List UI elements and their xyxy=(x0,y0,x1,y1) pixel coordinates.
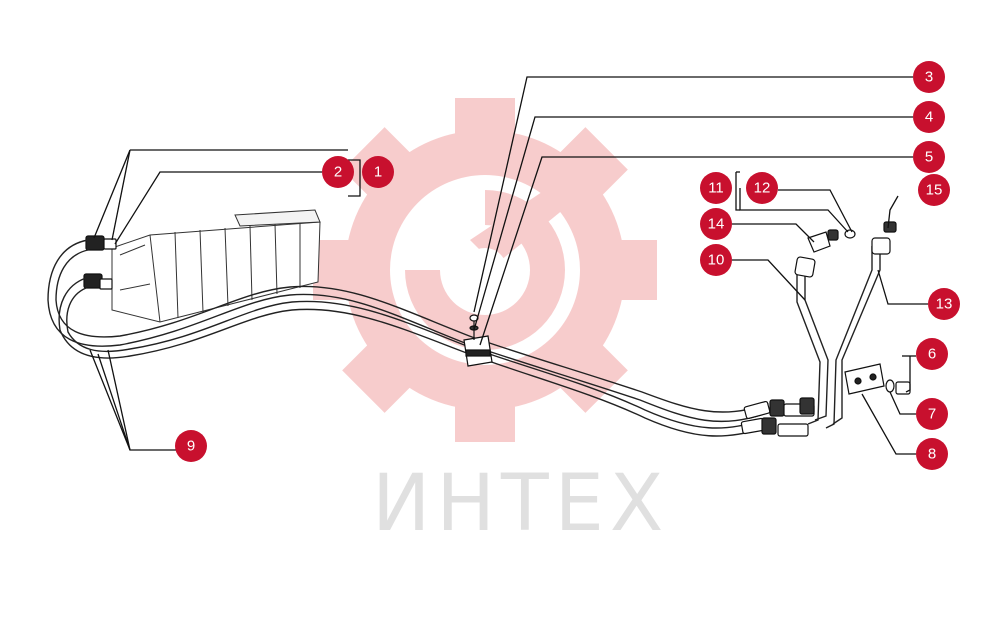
callout-14[interactable]: 14 xyxy=(700,208,732,240)
svg-text:9: 9 xyxy=(187,438,195,455)
mounting-bracket xyxy=(844,363,911,395)
callout-8[interactable]: 8 xyxy=(916,438,948,470)
hose-end-fittings xyxy=(740,397,815,437)
svg-text:14: 14 xyxy=(708,216,725,233)
svg-text:3: 3 xyxy=(925,69,933,86)
svg-text:6: 6 xyxy=(928,346,936,363)
svg-text:7: 7 xyxy=(928,406,936,423)
callout-3[interactable]: 3 xyxy=(913,61,945,93)
callout-1[interactable]: 1 xyxy=(362,156,394,188)
callout-15[interactable]: 15 xyxy=(918,174,950,206)
rigid-pipes xyxy=(796,246,881,429)
svg-text:5: 5 xyxy=(925,149,933,166)
callout-12[interactable]: 12 xyxy=(746,172,778,204)
callout-10[interactable]: 10 xyxy=(700,244,732,276)
hose-clamp xyxy=(463,314,493,367)
callout-11[interactable]: 11 xyxy=(700,172,732,204)
svg-text:4: 4 xyxy=(925,109,933,126)
watermark-text: ИНТЕХ xyxy=(372,459,669,549)
callout-5[interactable]: 5 xyxy=(913,141,945,173)
callout-9[interactable]: 9 xyxy=(175,430,207,462)
callout-7[interactable]: 7 xyxy=(916,398,948,430)
svg-text:12: 12 xyxy=(754,180,771,197)
hose-lines xyxy=(47,239,771,437)
cooler-fittings xyxy=(83,235,117,290)
callout-2[interactable]: 2 xyxy=(322,156,354,188)
svg-text:1: 1 xyxy=(374,164,382,181)
pipe-fittings xyxy=(794,221,897,278)
leader-lines xyxy=(89,76,928,455)
callout-13[interactable]: 13 xyxy=(928,288,960,320)
svg-text:13: 13 xyxy=(936,296,953,313)
svg-text:2: 2 xyxy=(334,164,342,181)
svg-text:8: 8 xyxy=(928,446,936,463)
svg-text:11: 11 xyxy=(708,180,724,197)
oil-cooler xyxy=(111,209,321,323)
watermark-gear-icon xyxy=(313,98,657,442)
svg-text:10: 10 xyxy=(708,252,725,269)
callout-6[interactable]: 6 xyxy=(916,338,948,370)
svg-text:15: 15 xyxy=(926,182,943,199)
callout-4[interactable]: 4 xyxy=(913,101,945,133)
callouts: 1 2 3 4 5 6 7 8 xyxy=(175,61,960,470)
